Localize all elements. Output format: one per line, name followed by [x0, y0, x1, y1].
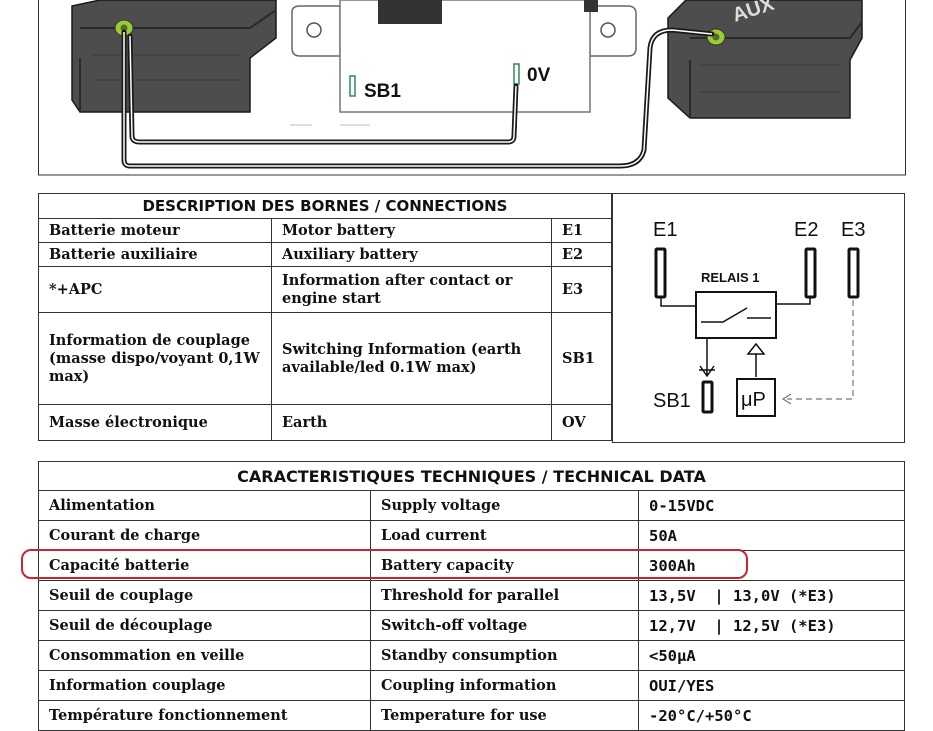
- highlight-annotation: [21, 549, 748, 579]
- tech-value: 300Ah: [638, 550, 905, 581]
- e2-label: E2: [794, 219, 818, 241]
- tech-fr: Information couplage: [38, 670, 371, 701]
- tech-fr: Température fonctionnement: [38, 700, 371, 731]
- table-row: *+APC Information after contact or engin…: [38, 266, 612, 313]
- connections-title: DESCRIPTION DES BORNES / CONNECTIONS: [38, 193, 612, 219]
- tech-en: Switch-off voltage: [370, 610, 639, 641]
- connection-code: OV: [551, 404, 612, 441]
- table-row: Alimentation Supply voltage 0-15VDC: [38, 490, 905, 521]
- connection-fr: Masse électronique: [38, 404, 272, 441]
- motor-terminal: [114, 19, 134, 37]
- e3-terminal: [847, 247, 860, 299]
- connection-code: E1: [551, 218, 612, 243]
- connection-fr: Batterie moteur: [38, 218, 272, 243]
- tech-en: Threshold for parallel: [370, 580, 639, 611]
- connection-code: SB1: [551, 312, 612, 405]
- table-row: Batterie auxiliaire Auxiliary battery E2: [38, 242, 612, 267]
- connections-table: DESCRIPTION DES BORNES / CONNECTIONS Bat…: [38, 193, 612, 441]
- e1-label: E1: [653, 219, 677, 241]
- tech-value: <50µA: [638, 640, 905, 671]
- tech-en: Load current: [370, 520, 639, 551]
- microcontroller-box: [736, 378, 776, 417]
- table-row-highlighted: Capacité batterie Battery capacity 300Ah: [38, 550, 905, 581]
- tech-en: Coupling information: [370, 670, 639, 701]
- table-row: Seuil de découplage Switch-off voltage 1…: [38, 610, 905, 641]
- tech-value: 12,7V | 12,5V (*E3): [638, 610, 905, 641]
- tech-fr: Courant de charge: [38, 520, 371, 551]
- tech-value: 13,5V | 13,0V (*E3): [638, 580, 905, 611]
- tech-en: Temperature for use: [370, 700, 639, 731]
- 0v-terminal-label: 0V: [527, 65, 551, 86]
- connection-fr: Information de couplage (masse dispo/voy…: [38, 312, 272, 405]
- tech-value: -20°C/+50°C: [638, 700, 905, 731]
- table-row: Information couplage Coupling informatio…: [38, 670, 905, 701]
- tech-en: Standby consumption: [370, 640, 639, 671]
- table-row: Batterie moteur Motor battery E1: [38, 218, 612, 243]
- wiring-diagram: SB1 0V AUX: [38, 0, 906, 176]
- relay-schematic: E1 E2 E3 SB1 RELAIS 1 μP: [653, 219, 865, 417]
- tech-en: Supply voltage: [370, 490, 639, 521]
- e3-label: E3: [841, 219, 865, 241]
- connection-fr: Batterie auxiliaire: [38, 242, 272, 267]
- technical-data-table: CARACTERISTIQUES TECHNIQUES / TECHNICAL …: [38, 461, 905, 731]
- microcontroller-label: μP: [741, 389, 766, 411]
- sb1-terminal-label: SB1: [364, 81, 401, 102]
- connection-en: Information after contact or engine star…: [271, 266, 552, 313]
- connection-code: E2: [551, 242, 612, 267]
- relay-schematic-box: E1 E2 E3 SB1 RELAIS 1 μP: [612, 193, 905, 443]
- tech-value: 50A: [638, 520, 905, 551]
- tech-fr: Capacité batterie: [38, 550, 371, 581]
- table-row: Seuil de couplage Threshold for parallel…: [38, 580, 905, 611]
- table-row: Masse électronique Earth OV: [38, 404, 612, 441]
- sb1-label: SB1: [653, 390, 691, 412]
- sb1-terminal: [701, 380, 714, 414]
- tech-value: 0-15VDC: [638, 490, 905, 521]
- tech-fr: Seuil de découplage: [38, 610, 371, 641]
- tech-value: OUI/YES: [638, 670, 905, 701]
- table-row: Information de couplage (masse dispo/voy…: [38, 312, 612, 405]
- auxiliary-battery: AUX: [667, 0, 863, 119]
- connection-en: Switching Information (earth available/l…: [271, 312, 552, 405]
- tech-fr: Consommation en veille: [38, 640, 371, 671]
- relay-label: RELAIS 1: [701, 270, 760, 285]
- e2-terminal: [804, 247, 817, 299]
- connection-en: Auxiliary battery: [271, 242, 552, 267]
- table-row: Courant de charge Load current 50A: [38, 520, 905, 551]
- e1-terminal: [654, 247, 667, 299]
- tech-fr: Seuil de couplage: [38, 580, 371, 611]
- wiring-frame: [38, 0, 906, 176]
- technical-title: CARACTERISTIQUES TECHNIQUES / TECHNICAL …: [38, 461, 905, 491]
- table-row: Consommation en veille Standby consumpti…: [38, 640, 905, 671]
- relay-module: SB1 0V: [290, 0, 637, 126]
- tech-en: Battery capacity: [370, 550, 639, 581]
- motor-battery: [71, 0, 277, 113]
- connection-fr: *+APC: [38, 266, 272, 313]
- table-row: Température fonctionnement Temperature f…: [38, 700, 905, 731]
- connection-code: E3: [551, 266, 612, 313]
- connection-en: Motor battery: [271, 218, 552, 243]
- connection-en: Earth: [271, 404, 552, 441]
- tech-fr: Alimentation: [38, 490, 371, 521]
